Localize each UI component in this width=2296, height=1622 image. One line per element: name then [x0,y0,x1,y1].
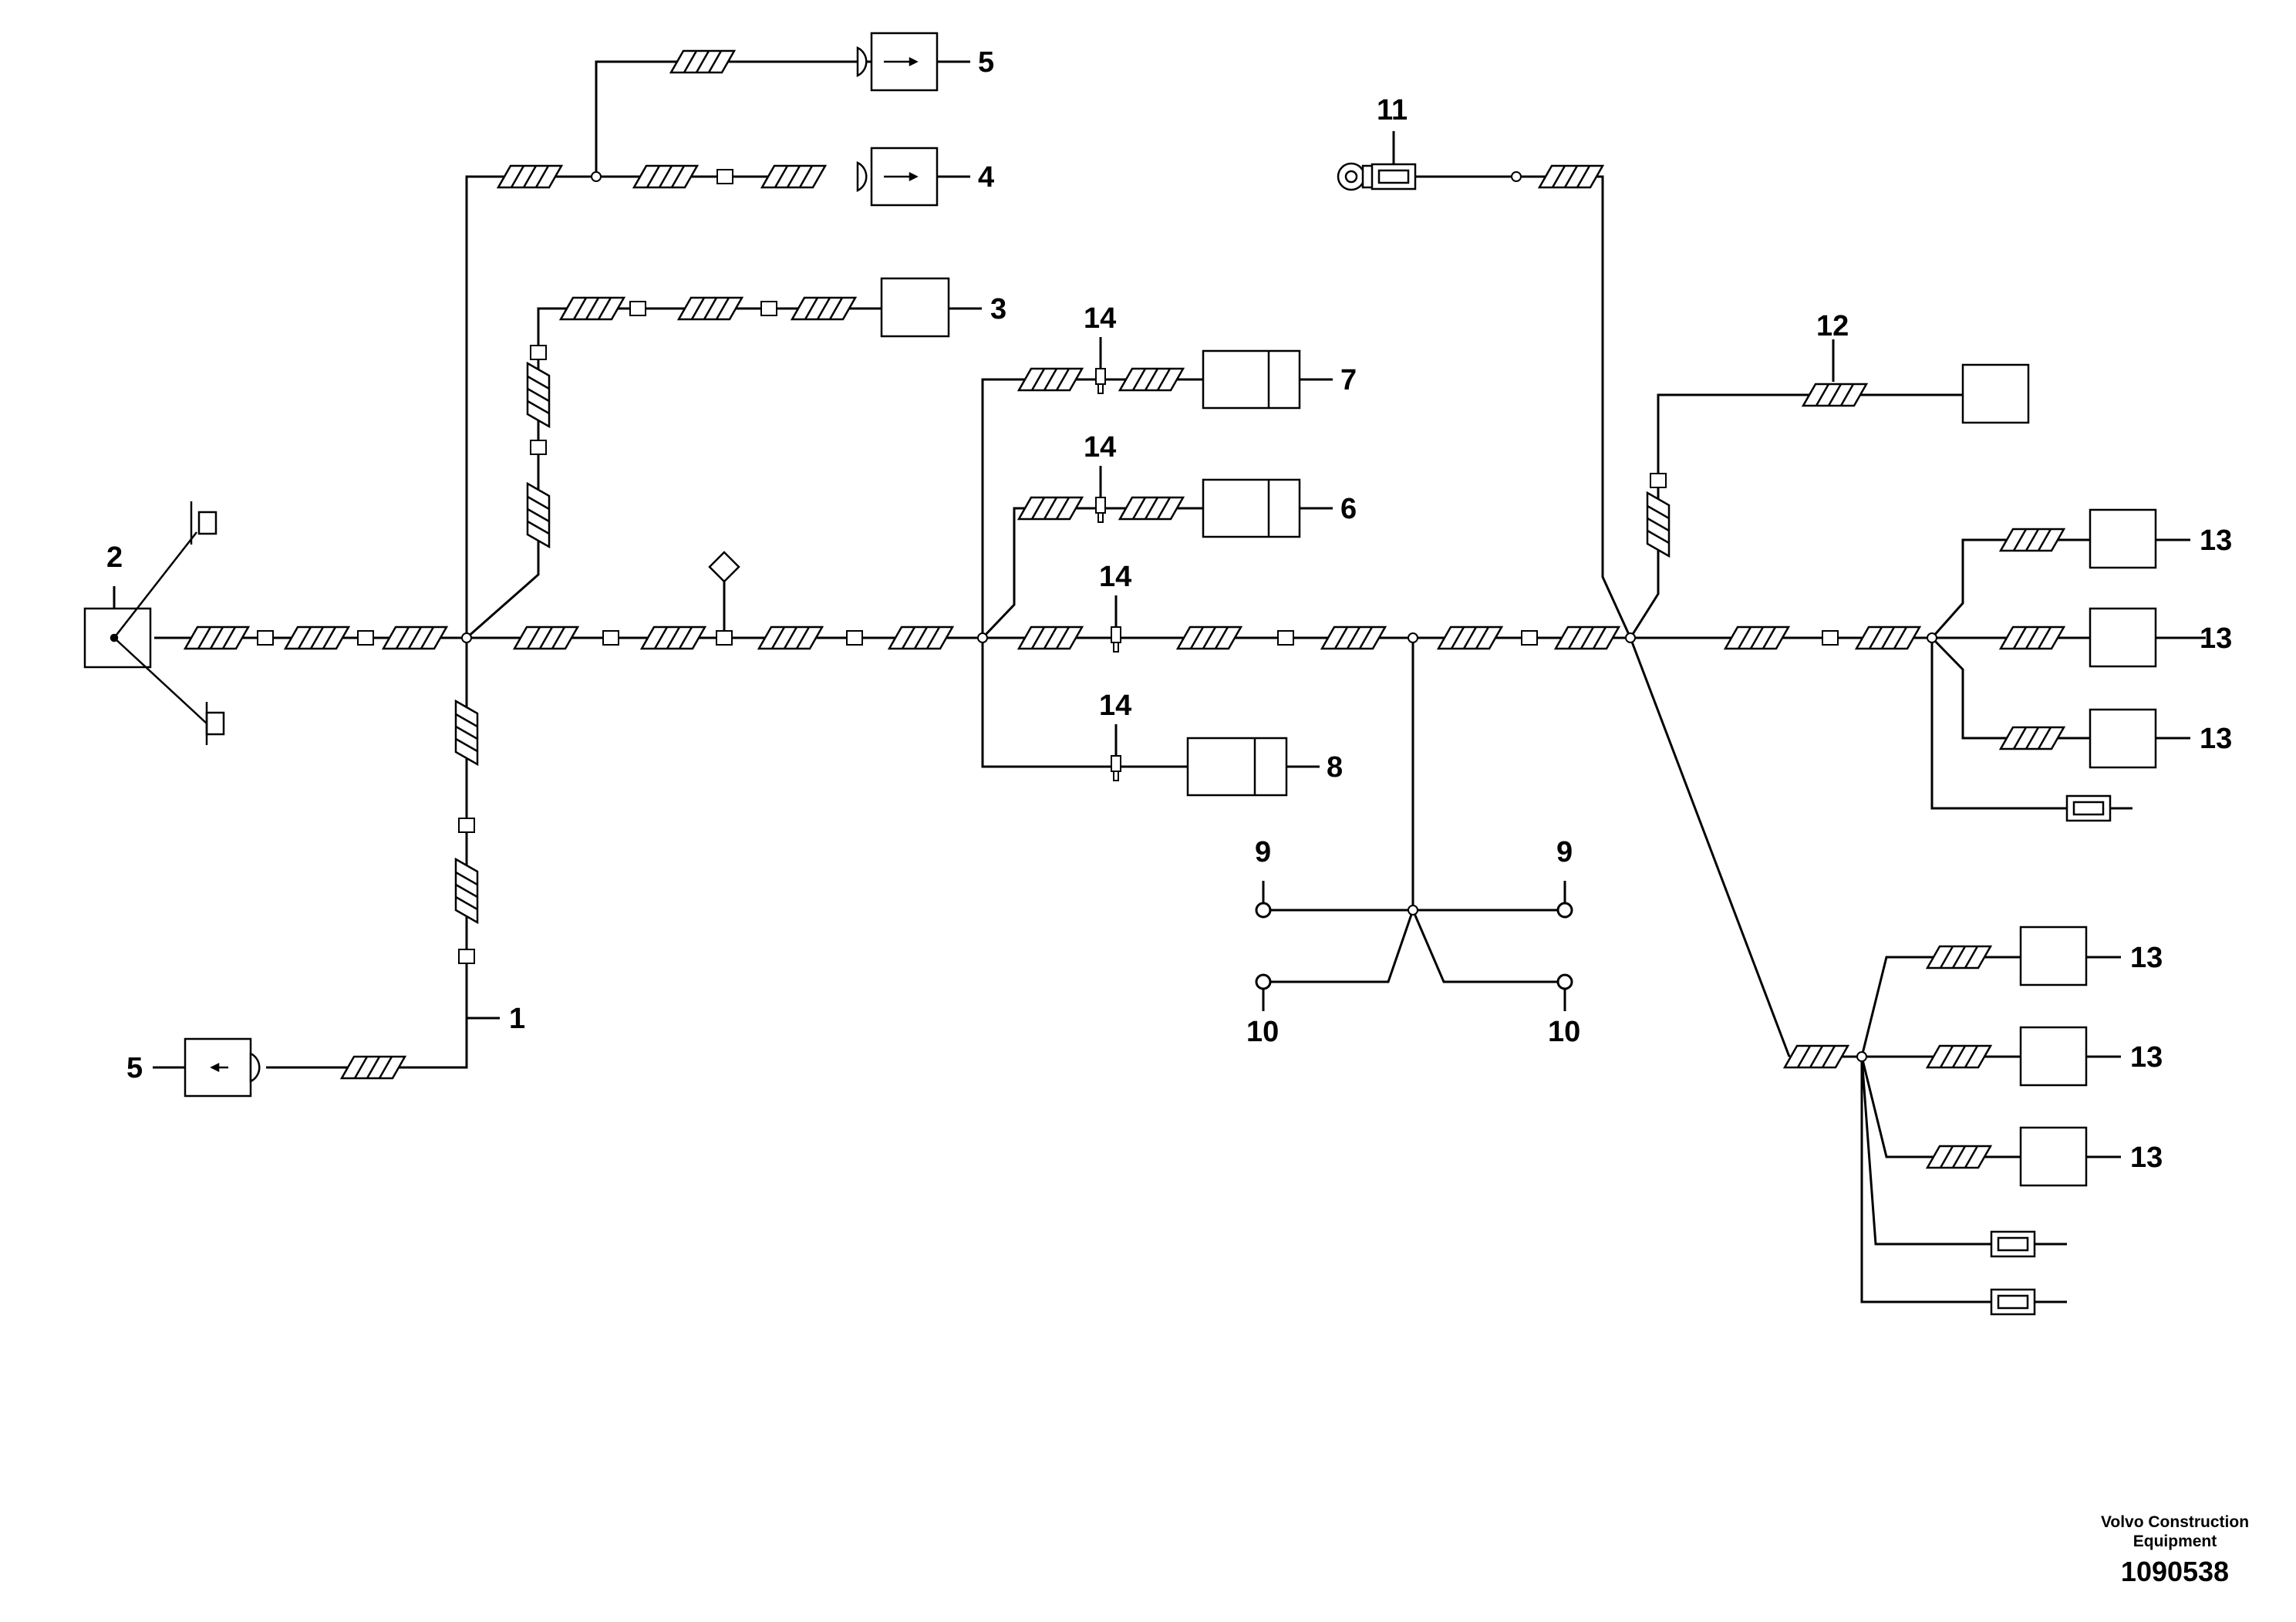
callout-14-c: 14 [1099,561,1131,593]
junction-nodes [461,171,1937,1062]
drawing-number: 1090538 [2121,1556,2229,1587]
callout-7: 7 [1340,364,1357,396]
callout-4: 4 [978,161,994,194]
component-3 [880,277,950,338]
terminals-9-10 [1255,902,1573,990]
callout-5-top: 5 [978,46,994,79]
callout-2: 2 [106,541,123,574]
component-13-f [2019,1126,2088,1187]
callout-13-c: 13 [2200,723,2232,755]
callout-6: 6 [1340,493,1357,525]
callout-13-e: 13 [2130,1041,2163,1074]
callout-12: 12 [1816,310,1849,342]
callout-13-f: 13 [2130,1141,2163,1174]
component-13-c [2089,708,2157,769]
clips [257,169,1839,964]
callout-10-left: 10 [1246,1016,1279,1048]
component-13-e [2019,1026,2088,1087]
callout-9-right: 9 [1556,836,1573,868]
component-7 [1202,349,1301,410]
callout-3: 3 [990,293,1006,325]
footer: Volvo Construction Equipment 1090538 [2101,1513,2249,1587]
callout-10-right: 10 [1548,1016,1580,1048]
component-6 [1202,478,1301,538]
wires [154,60,2206,1303]
callout-14-a: 14 [1084,302,1116,335]
callout-14-b: 14 [1084,431,1116,464]
components [83,32,2157,1187]
component-2 [83,607,152,669]
diamond-marker [708,551,740,583]
callout-13-a: 13 [2200,524,2232,557]
component-8 [1186,737,1288,797]
component-13-a [2089,508,2157,569]
callout-14-d: 14 [1099,690,1131,722]
callout-8: 8 [1327,751,1343,784]
leader-lines [113,60,2190,1158]
callout-13-b: 13 [2200,622,2232,655]
callout-11: 11 [1377,94,1408,126]
callout-5-bottom: 5 [126,1052,143,1084]
callout-13-d: 13 [2130,942,2163,974]
callout-labels: 1 2 3 4 5 5 6 7 8 9 9 10 10 11 12 13 13 … [106,46,2232,1174]
company-name-line2: Equipment [2133,1533,2217,1550]
component-13-d [2019,926,2088,986]
callout-9-left: 9 [1255,836,1271,868]
callout-1: 1 [509,1003,525,1035]
component-12 [1961,363,2030,424]
component-13-b [2089,607,2157,668]
company-name-line1: Volvo Construction [2101,1513,2249,1531]
